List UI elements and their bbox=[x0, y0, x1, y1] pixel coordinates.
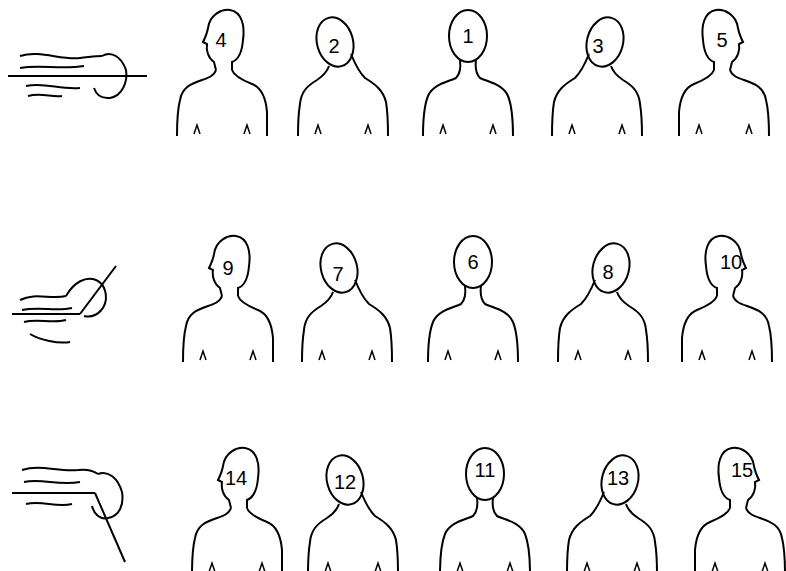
callout-number: 11 bbox=[475, 460, 496, 480]
callout-number: 3 bbox=[592, 36, 603, 56]
head-figure bbox=[302, 239, 392, 362]
head-figure bbox=[558, 239, 648, 362]
head-figure bbox=[682, 236, 772, 362]
head-figure bbox=[183, 236, 273, 362]
callout-number: 7 bbox=[332, 264, 343, 284]
head-figure bbox=[428, 236, 518, 362]
head-figure bbox=[177, 10, 267, 136]
head-figure bbox=[423, 10, 513, 136]
callout-number: 9 bbox=[222, 258, 233, 278]
head-figure bbox=[552, 13, 642, 136]
callout-number: 14 bbox=[225, 468, 247, 488]
head-figure bbox=[298, 13, 388, 136]
callout-number: 8 bbox=[602, 262, 613, 282]
callout-number: 13 bbox=[607, 468, 629, 488]
callout-number: 2 bbox=[328, 36, 339, 56]
callout-number: 12 bbox=[334, 472, 356, 492]
head-figure bbox=[308, 451, 398, 571]
head-figure bbox=[695, 448, 785, 571]
head-figure bbox=[192, 448, 282, 571]
bed-lowered-illustration bbox=[12, 468, 125, 562]
callout-number: 5 bbox=[716, 30, 727, 50]
bed-raised-illustration bbox=[12, 266, 116, 343]
callout-number: 10 bbox=[720, 252, 742, 272]
head-figure bbox=[567, 451, 657, 571]
callout-number: 4 bbox=[215, 30, 226, 50]
bed-flat-illustration bbox=[8, 54, 147, 98]
callout-number: 1 bbox=[462, 26, 473, 46]
callout-number: 6 bbox=[467, 252, 478, 272]
head-figure bbox=[440, 448, 530, 571]
callout-number: 15 bbox=[731, 460, 753, 480]
head-figure bbox=[679, 10, 769, 136]
